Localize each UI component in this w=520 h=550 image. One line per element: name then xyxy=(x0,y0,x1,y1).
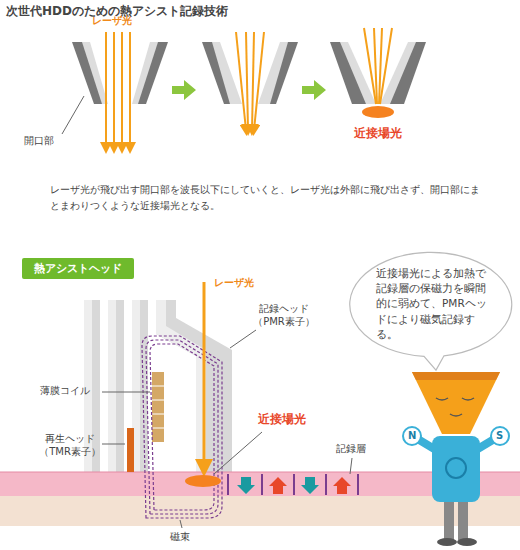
node-text: 熱アシストヘッド xyxy=(34,261,122,276)
head-plates xyxy=(84,300,232,472)
laser-beam xyxy=(203,282,206,468)
laser-rays xyxy=(236,32,264,130)
near-field-light xyxy=(362,106,394,118)
node-text: 近接場光による加熱で記録層の保磁力を瞬間的に弱めて、PMRヘッドにより磁気記録す… xyxy=(350,252,514,358)
coil-label: 薄膜コイル xyxy=(40,384,90,397)
aperture-funnel xyxy=(72,42,168,104)
near-field-label: 近接場光 xyxy=(258,412,306,428)
aperture-funnel xyxy=(330,42,426,104)
description: レーザ光が飛び出す開口部を波長以下にしていくと、レーザ光は外部に飛び出さず、開口… xyxy=(50,182,480,213)
laser-rays xyxy=(364,28,392,104)
pole-letter: S xyxy=(496,429,503,442)
aperture-funnel xyxy=(202,42,298,104)
aperture-label: 開口部 xyxy=(24,134,54,147)
step-arrow xyxy=(302,80,326,100)
leader-lines xyxy=(102,330,352,528)
laser-rays xyxy=(106,32,130,148)
speech-bubble: 近接場光による加熱で記録層の保磁力を瞬間的に弱めて、PMRヘッドにより磁気記録す… xyxy=(350,252,514,358)
leader-line xyxy=(62,96,84,134)
thin-film-coil xyxy=(152,372,164,442)
near-field-light xyxy=(185,475,221,487)
magnetization-bits xyxy=(228,474,358,495)
read-head xyxy=(127,428,134,472)
section-tab: 熱アシストヘッド xyxy=(22,258,134,279)
recording-layer-label: 記録層 xyxy=(336,442,366,455)
magnetic-flux xyxy=(142,336,222,518)
flux-label: 磁束 xyxy=(170,530,190,543)
laser-label: レーザ光 xyxy=(214,276,254,289)
near-field-label: 近接場光 xyxy=(354,126,402,142)
laser-label: レーザ光 xyxy=(92,14,132,27)
write-head-label: 記録ヘッド （PMR素子） xyxy=(250,302,318,328)
pole-letter: N xyxy=(408,429,416,442)
step-arrow xyxy=(172,80,196,100)
coil-windings xyxy=(152,386,164,428)
read-head-label: 再生ヘッド （TMR素子） xyxy=(36,432,104,458)
mascot xyxy=(403,372,509,546)
